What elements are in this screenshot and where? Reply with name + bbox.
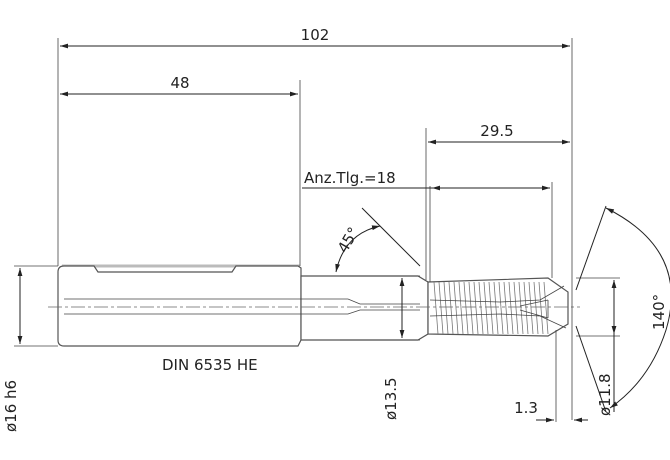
point-angle-arc [605,207,670,409]
thread-ridge [468,281,474,335]
thread-length-label: 29.5 [480,122,513,140]
thread-ridge [543,281,549,335]
thread-ridge [498,281,504,335]
thread-ridge [523,281,529,335]
thread-ridge [438,281,444,335]
thread-ridge [533,281,539,335]
neck [300,275,429,341]
tip-flutes [429,285,567,329]
thread-ridge [448,281,454,335]
shank-length-label: 48 [170,74,189,92]
extension-lines [14,38,620,422]
dimension-labels: 102 48 29.5 Anz.Tlg.=18 DIN 6535 HE 1.3 … [2,26,668,432]
tool-body [48,264,580,347]
neck-diameter-label: ø13.5 [382,377,400,420]
thread-ridge [463,281,469,335]
thread-ridge [538,281,544,335]
dimension-lines [17,43,670,423]
thread-ridge [493,281,499,335]
thread-ridge [503,281,509,335]
thread-ridge [478,281,484,335]
thread-ridge [508,281,514,335]
thread-ridge [453,281,459,335]
tip-offset-label: 1.3 [514,399,538,417]
overall-length-label: 102 [301,26,330,44]
chamfer-angle-arc [335,225,381,273]
thread-ridge [513,281,519,335]
thread-ridge [458,281,464,335]
thread-ridge [443,281,449,335]
thread-ridge [488,281,494,335]
chamfer-angle-label: 45° [334,224,363,256]
shank-diameter-label: ø16 h6 [2,380,20,432]
coolant-bore [64,298,420,315]
thread-ridge [483,281,489,335]
thread-ridge [433,281,439,335]
standard-label: DIN 6535 HE [162,356,258,374]
thread-ridge [473,281,479,335]
thread-ridge [518,281,524,335]
point-angle-label: 140° [650,294,668,330]
thread-lines [433,281,549,335]
tip-diameter-label: ø11.8 [596,373,614,416]
shank [57,265,302,347]
tooth-count-label: Anz.Tlg.=18 [304,169,396,187]
thread-ridge [528,281,534,335]
